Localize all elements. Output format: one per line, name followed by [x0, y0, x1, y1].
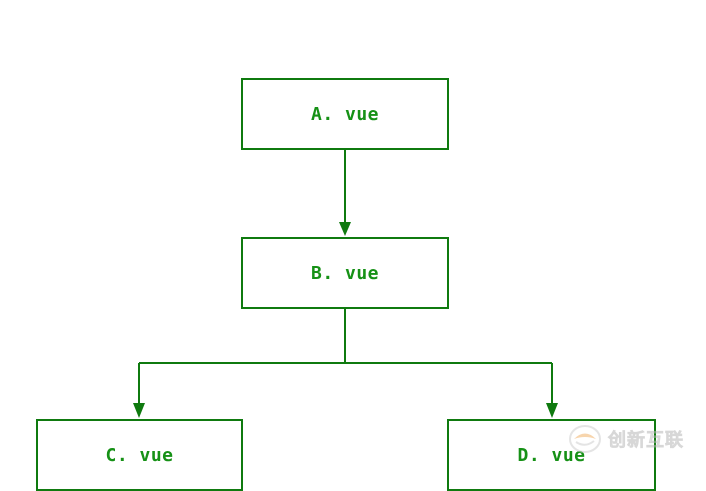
arrowhead-d-icon — [546, 403, 558, 418]
node-c-label: C. vue — [105, 444, 174, 466]
node-a-label: A. vue — [310, 103, 380, 125]
arrowhead-b-icon — [339, 222, 351, 236]
node-b-vue: B. vue — [241, 237, 449, 309]
connector-layer — [133, 150, 558, 418]
node-d-label: D. vue — [517, 444, 586, 466]
watermark: 创新互联 — [568, 424, 684, 454]
node-a-vue: A. vue — [241, 78, 449, 150]
watermark-logo-icon — [569, 425, 601, 453]
arrowhead-c-icon — [133, 403, 145, 418]
watermark-text: 创新互联 — [608, 430, 684, 452]
node-b-label: B. vue — [310, 262, 380, 284]
component-tree-diagram: A. vue B. vue C. vue D. vue 创新互联 — [36, 78, 684, 491]
node-c-vue: C. vue — [36, 419, 243, 491]
